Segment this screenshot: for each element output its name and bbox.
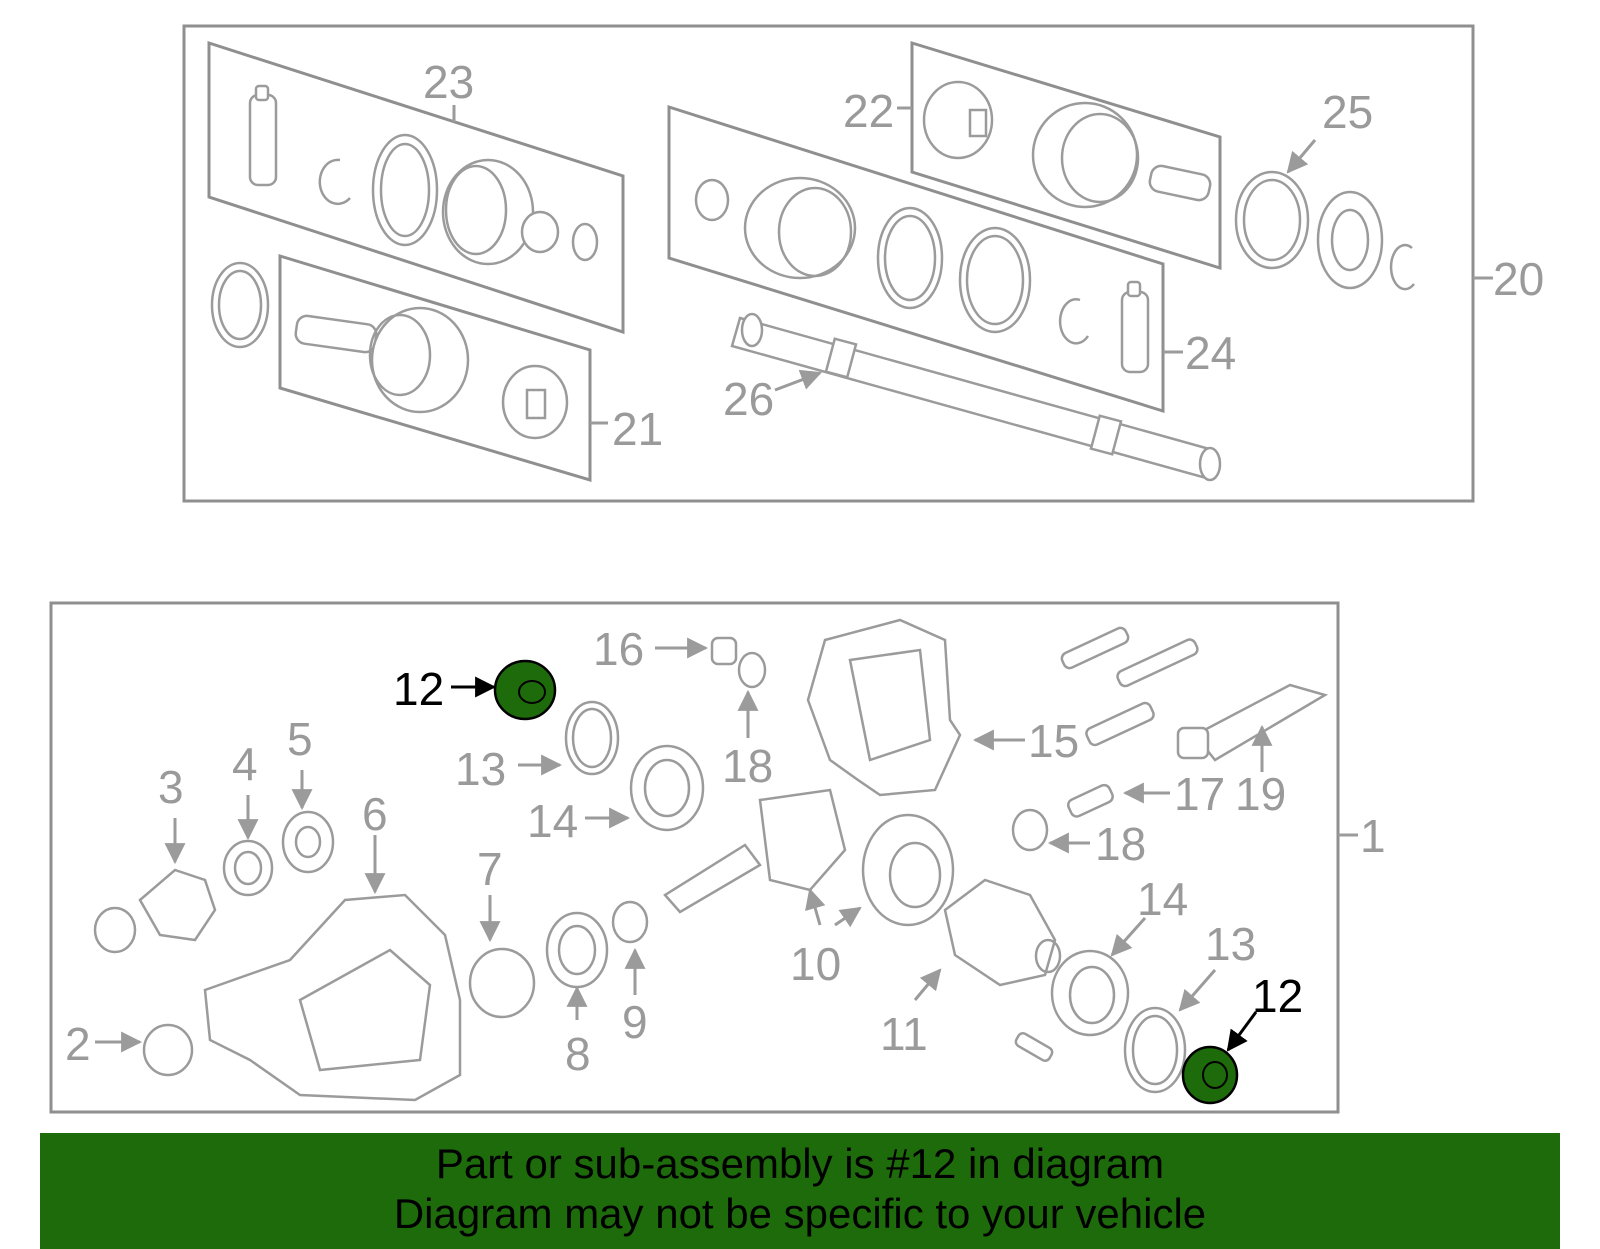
- highlighted-part-12-lower: [1181, 1011, 1258, 1105]
- label-23: 23: [423, 56, 474, 108]
- label-19: 19: [1235, 768, 1286, 820]
- axle-assembly-panel: [182, 24, 1493, 503]
- label-20: 20: [1493, 253, 1544, 305]
- info-banner: Part or sub-assembly is #12 in diagram D…: [40, 1133, 1560, 1249]
- upper-part-labels: 23 22 25 20 24 26 21: [423, 56, 1544, 455]
- label-25: 25: [1322, 86, 1373, 138]
- label-2: 2: [65, 1018, 91, 1070]
- label-13-b: 13: [1205, 918, 1256, 970]
- label-6: 6: [362, 788, 388, 840]
- outer-joint-parts: [210, 261, 569, 440]
- label-8: 8: [565, 1028, 591, 1080]
- label-1: 1: [1360, 810, 1386, 862]
- label-26: 26: [723, 373, 774, 425]
- label-22: 22: [843, 85, 894, 137]
- banner-line-2: Diagram may not be specific to your vehi…: [393, 1190, 1207, 1237]
- outer-boot-kit-parts: [694, 176, 1150, 374]
- label-12-a: 12: [393, 663, 444, 715]
- tone-ring-parts: [1234, 139, 1415, 291]
- lower-part-labels: 16 18 15 13 14 17 19 18 1 3 4 5 6 7 14 1…: [65, 623, 1386, 1080]
- label-7: 7: [477, 843, 503, 895]
- label-13-a: 13: [455, 743, 506, 795]
- label-18-b: 18: [1095, 818, 1146, 870]
- kit-23-outline: [207, 40, 625, 335]
- label-24: 24: [1185, 327, 1236, 379]
- label-18-a: 18: [722, 740, 773, 792]
- label-21: 21: [612, 403, 663, 455]
- label-4: 4: [232, 738, 258, 790]
- label-17: 17: [1174, 768, 1225, 820]
- label-11: 11: [880, 1008, 928, 1060]
- kit-22-outline: [910, 40, 1222, 271]
- kit-24-outline: [667, 104, 1165, 414]
- label-5: 5: [287, 713, 313, 765]
- label-3: 3: [158, 761, 184, 813]
- label-12-b: 12: [1252, 970, 1303, 1022]
- label-15: 15: [1028, 715, 1079, 767]
- inner-joint-parts: [922, 80, 1212, 209]
- label-10: 10: [790, 938, 841, 990]
- differential-panel: [49, 601, 1358, 1114]
- label-14-b: 14: [1137, 873, 1188, 925]
- kit-21-outline: [278, 253, 592, 483]
- label-14-a: 14: [527, 795, 578, 847]
- inner-boot-kit-parts: [248, 84, 599, 266]
- axle-shaft: [730, 312, 1222, 482]
- banner-line-1: Part or sub-assembly is #12 in diagram: [435, 1140, 1165, 1187]
- label-9: 9: [622, 996, 648, 1048]
- highlighted-part-12-upper: [451, 659, 557, 721]
- label-16: 16: [593, 623, 644, 675]
